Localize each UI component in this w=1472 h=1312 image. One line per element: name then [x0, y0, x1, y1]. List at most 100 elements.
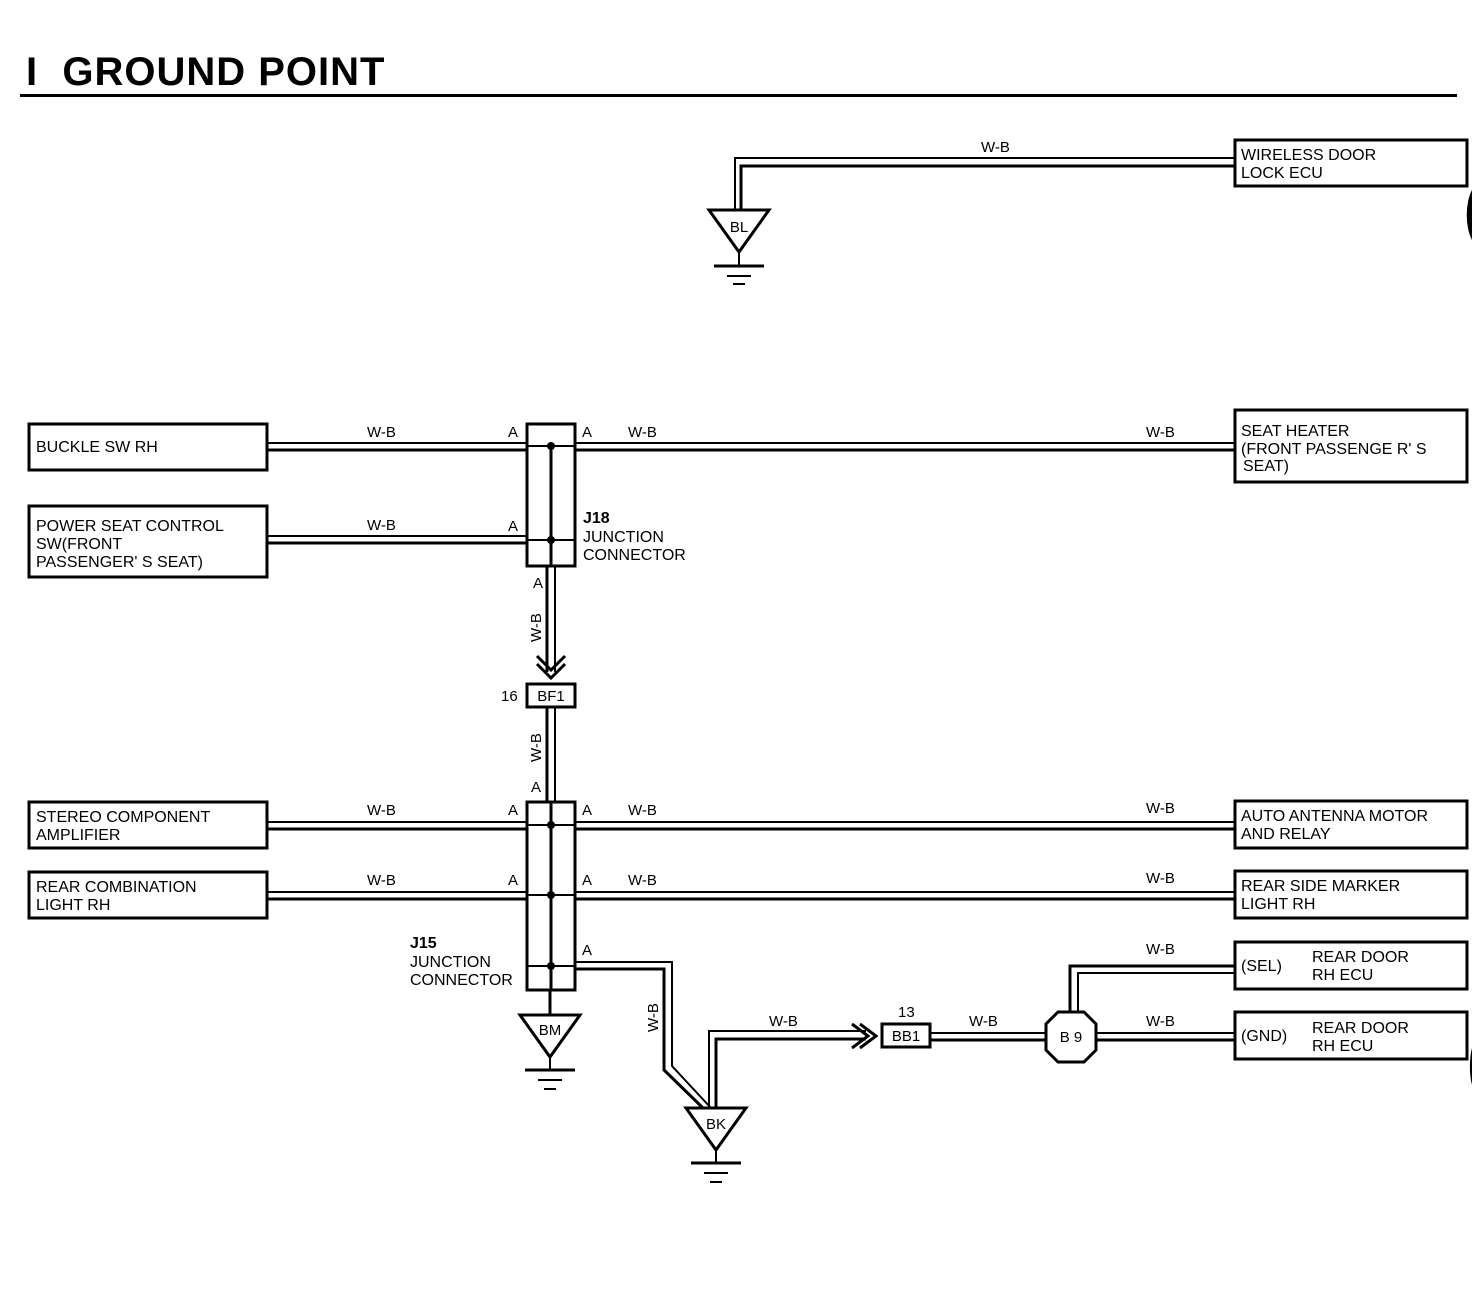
bb1-pin: 13 — [898, 1004, 915, 1021]
wire-label-vertical: W-B — [528, 733, 545, 762]
stereo-line1: STEREO COMPONENT — [36, 809, 210, 826]
component-stereo-component-amplifier: STEREO COMPONENT AMPLIFIER — [27, 800, 269, 850]
stereo-line2: AMPLIFIER — [36, 827, 120, 844]
arrow-bf1-2 — [535, 662, 567, 681]
wire-label-vertical: W-B — [645, 1003, 662, 1032]
wire-label-vertical: W-B — [528, 613, 545, 642]
seatheater-line1: SEAT HEATER — [1241, 423, 1349, 440]
seatheater-line2: (FRONT PASSENGE R' S — [1241, 441, 1427, 458]
reardoor-sel-line2: RH ECU — [1312, 967, 1373, 984]
wire-color-labels: W-B W-B W-B W-B W-B W-B W-B W-B W-B W-B … — [367, 139, 1175, 1032]
edge-tab-mark — [1469, 1048, 1472, 1085]
wireless-ecu-line2: LOCK ECU — [1241, 165, 1323, 182]
reardoor-sel-terminal: (SEL) — [1241, 958, 1282, 975]
pin-label: A — [508, 802, 518, 819]
ground-bk: BK — [683, 1106, 749, 1183]
title-rule — [20, 94, 1457, 97]
powerseat-line3: PASSENGER' S SEAT) — [36, 554, 203, 571]
junction-j15: J15 JUNCTION CONNECTOR — [410, 800, 577, 992]
wire-label: W-B — [367, 872, 396, 889]
wire-label: W-B — [1146, 1013, 1175, 1030]
wire-label: W-B — [969, 1013, 998, 1030]
wire-label: W-B — [769, 1013, 798, 1030]
j15-id: J15 — [410, 935, 437, 952]
reardoor-gnd-line2: RH ECU — [1312, 1038, 1373, 1055]
wire-label: W-B — [1146, 800, 1175, 817]
pin-label: A — [508, 872, 518, 889]
j18-node-2 — [547, 536, 555, 544]
antenna-line2: AND RELAY — [1241, 826, 1331, 843]
pin-label: A — [531, 779, 541, 796]
reardoor-gnd-box — [1233, 1010, 1469, 1061]
arrow-bf1-1 — [535, 654, 567, 673]
bm-id: BM — [539, 1022, 562, 1039]
wires — [268, 157, 1235, 1110]
antenna-box — [1233, 799, 1469, 850]
antenna-line1: AUTO ANTENNA MOTOR — [1241, 808, 1428, 825]
reardoor-gnd-terminal: (GND) — [1241, 1028, 1287, 1045]
section-title: GROUND POINT — [62, 50, 386, 94]
wire-b9-sel-b — [1077, 972, 1235, 1012]
wire-j15-bk-a — [575, 961, 712, 1109]
seatheater-line3: SEAT) — [1243, 458, 1289, 475]
component-buckle-sw-rh: BUCKLE SW RH — [27, 422, 269, 472]
j18-name-line1: JUNCTION — [583, 529, 664, 546]
bb1-id: BB1 — [892, 1028, 920, 1045]
pin-label: A — [582, 424, 592, 441]
j18-name-line2: CONNECTOR — [583, 547, 686, 564]
wire-label: W-B — [1146, 941, 1175, 958]
section-letter: I — [26, 50, 39, 94]
j15-name-line2: CONNECTOR — [410, 972, 513, 989]
component-auto-antenna-motor: AUTO ANTENNA MOTOR AND RELAY — [1233, 799, 1469, 850]
bb1-box — [880, 1022, 932, 1049]
wire-label: W-B — [367, 424, 396, 441]
arrow-bb1-1 — [851, 1022, 871, 1050]
bm-triangle — [517, 1013, 583, 1060]
sidemarker-line2: LIGHT RH — [1241, 896, 1315, 913]
junction-j18: J18 JUNCTION CONNECTOR — [525, 422, 686, 568]
bf1-id: BF1 — [537, 688, 565, 705]
sidemarker-box — [1233, 869, 1469, 920]
pin-label: A — [582, 942, 592, 959]
pin-label: A — [582, 872, 592, 889]
wire-b9-sel-a — [1068, 964, 1235, 1012]
bf1-pin: 16 — [501, 688, 518, 705]
j18-id: J18 — [583, 510, 610, 527]
j15-node-1 — [547, 821, 555, 829]
component-seat-heater: SEAT HEATER (FRONT PASSENGE R' S SEAT) — [1233, 408, 1469, 484]
reardoor-gnd-line1: REAR DOOR — [1312, 1020, 1409, 1037]
wire-label: W-B — [367, 517, 396, 534]
wire-bk-bb1-b — [714, 1037, 866, 1108]
powerseat-box — [27, 504, 269, 579]
wire-bk-bb1-a — [708, 1030, 866, 1108]
buckle-line1: BUCKLE SW RH — [36, 439, 158, 456]
j15-node-2 — [547, 891, 555, 899]
wireless-ecu-box — [1233, 138, 1469, 188]
component-rear-door-rh-ecu-gnd: (GND) REAR DOOR RH ECU — [1233, 1010, 1469, 1061]
pin-label: A — [508, 424, 518, 441]
wire-label: W-B — [1146, 424, 1175, 441]
wire-label: W-B — [628, 424, 657, 441]
powerseat-line2: SW(FRONT — [36, 536, 122, 553]
powerseat-line1: POWER SEAT CONTROL — [36, 518, 224, 535]
component-rear-side-marker-light-rh: REAR SIDE MARKER LIGHT RH — [1233, 869, 1469, 920]
wire-label: W-B — [1146, 870, 1175, 887]
pin-labels: A A A A A A A A A A — [508, 424, 592, 959]
wire-label: W-B — [628, 872, 657, 889]
ground-bl: BL — [706, 208, 772, 285]
wire-label: W-B — [367, 802, 396, 819]
bl-id: BL — [730, 219, 748, 236]
bf1-box — [525, 682, 577, 709]
edge-tab-mark — [1466, 190, 1472, 240]
bk-id: BK — [706, 1116, 726, 1133]
pin-label: A — [508, 518, 518, 535]
pin-label: A — [533, 575, 543, 592]
reardoor-sel-box — [1233, 940, 1469, 991]
seatheater-box — [1233, 408, 1469, 484]
wireless-ecu-line1: WIRELESS DOOR — [1241, 147, 1376, 164]
wire-j15-bk-b — [575, 967, 705, 1110]
reardoor-sel-line1: REAR DOOR — [1312, 949, 1409, 966]
component-power-seat-control-sw: POWER SEAT CONTROL SW(FRONT PASSENGER' S… — [27, 504, 269, 579]
rearcomb-line2: LIGHT RH — [36, 897, 110, 914]
b9-id: B 9 — [1060, 1029, 1083, 1046]
